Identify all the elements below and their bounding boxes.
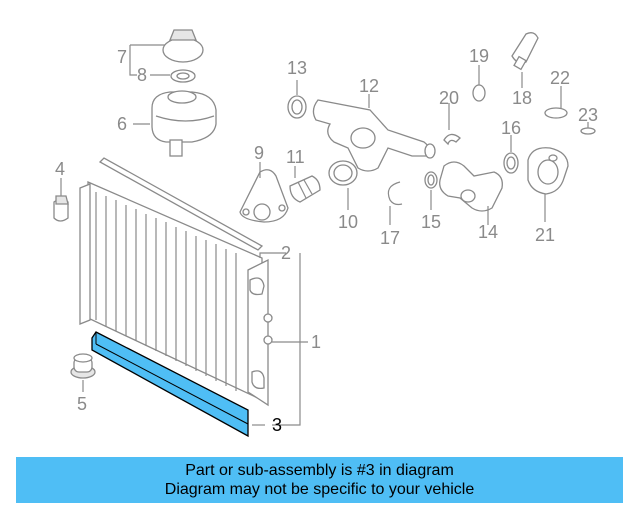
callout-13: 13 <box>287 58 307 78</box>
clip-part-17 <box>387 181 403 206</box>
clip-part-20 <box>443 133 461 146</box>
expansion-tank-part-6 <box>151 90 217 157</box>
callout-20: 20 <box>439 88 459 108</box>
sensor-part-18 <box>511 32 539 71</box>
coolant-flange-part-12 <box>312 99 436 172</box>
info-banner: Part or sub-assembly is #3 in diagram Di… <box>16 457 623 503</box>
callout-12: 12 <box>359 76 379 96</box>
air-guide-part-3 <box>91 331 249 438</box>
o-ring-part-8 <box>170 69 196 83</box>
callout-21: 21 <box>535 225 555 245</box>
callout-5: 5 <box>77 394 87 414</box>
callout-8: 8 <box>137 65 147 85</box>
mount-part-4 <box>53 195 69 222</box>
callout-14: 14 <box>478 222 498 242</box>
callout-23: 23 <box>578 105 598 125</box>
o-ring-part-15 <box>424 171 438 189</box>
o-ring-part-16 <box>503 152 519 174</box>
callout-7: 7 <box>117 47 127 67</box>
callout-16: 16 <box>501 118 521 138</box>
callout-11: 11 <box>286 147 305 167</box>
callout-22: 22 <box>550 68 570 88</box>
elbow-part-14 <box>439 161 503 212</box>
seal-part-10 <box>328 160 358 186</box>
callout-2: 2 <box>281 243 291 263</box>
cap-part-7 <box>162 29 204 63</box>
banner-line-disclaimer: Diagram may not be specific to your vehi… <box>164 481 475 498</box>
leader-lines <box>60 44 589 426</box>
callout-10: 10 <box>338 212 358 232</box>
callout-4: 4 <box>55 159 65 179</box>
o-ring-part-22 <box>544 107 568 119</box>
mount-part-5 <box>70 353 96 379</box>
callout-3: 3 <box>272 415 282 435</box>
hose-part-11 <box>289 175 321 203</box>
callout-9: 9 <box>254 143 264 163</box>
seal-part-23 <box>580 127 596 135</box>
callout-15: 15 <box>421 212 441 232</box>
o-ring-part-13 <box>287 95 307 119</box>
callout-18: 18 <box>512 88 532 108</box>
radiator-part-1 <box>79 181 273 407</box>
callout-17: 17 <box>380 228 400 248</box>
callout-1: 1 <box>311 332 321 352</box>
callout-6: 6 <box>117 114 127 134</box>
parts-diagram: 1 2 3 4 5 6 7 8 9 10 11 12 13 14 15 16 1… <box>53 29 598 438</box>
banner-line-part-reference: Part or sub-assembly is #3 in diagram <box>185 462 454 479</box>
housing-part-21 <box>527 147 569 195</box>
flange-part-9 <box>239 169 289 223</box>
seal-strip-part-2 <box>98 157 264 251</box>
o-ring-part-19 <box>472 84 486 102</box>
callout-19: 19 <box>469 46 489 66</box>
callout-numbers: 1 2 3 4 5 6 7 8 9 10 11 12 13 14 15 16 1… <box>55 46 598 435</box>
